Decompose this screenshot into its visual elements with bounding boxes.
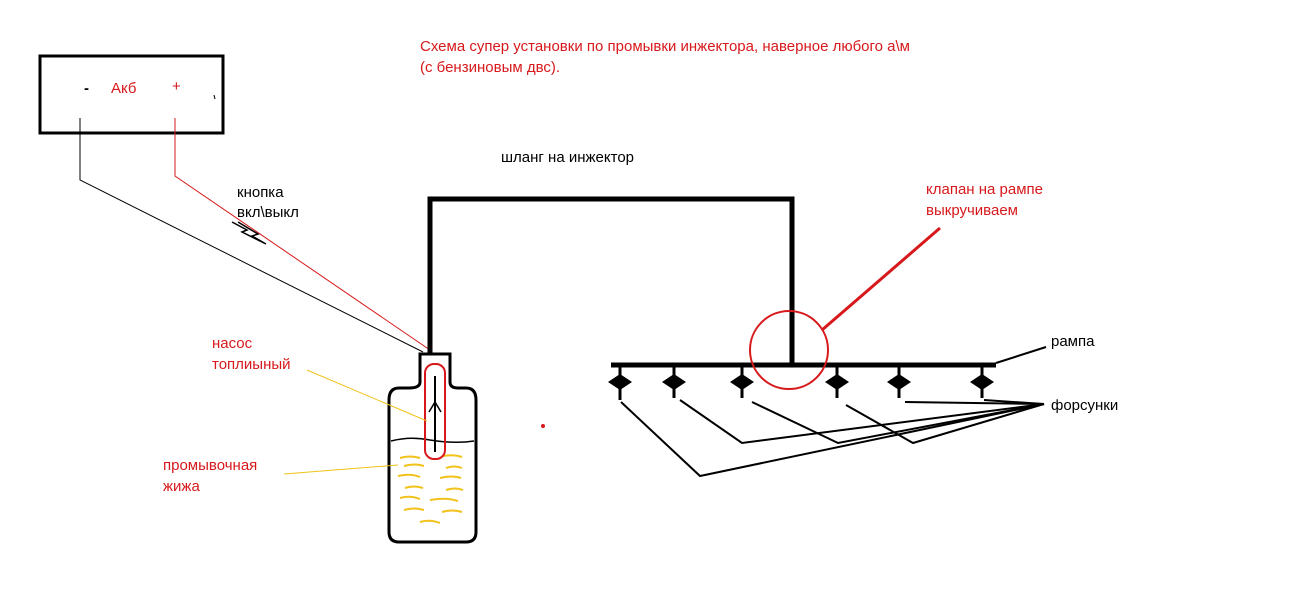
battery-minus-label: - <box>84 80 89 97</box>
injector-1 <box>608 367 632 400</box>
pump <box>424 363 446 460</box>
rail-label: рампа <box>1051 333 1095 350</box>
rail-leader <box>995 346 1047 364</box>
injector-leaders <box>620 399 1045 478</box>
battery-plus-label: + <box>172 78 181 95</box>
injectors <box>608 367 994 400</box>
injector-5 <box>887 367 911 398</box>
battery-mark <box>213 94 216 100</box>
liquid-fill <box>397 454 464 524</box>
battery-label: Акб <box>111 80 137 97</box>
pump-arrow <box>428 400 442 413</box>
liquid-surface <box>390 437 475 444</box>
hose <box>427 196 795 364</box>
battery-box <box>38 54 225 135</box>
injectors-label: форсунки <box>1051 397 1119 414</box>
pump-label: насос топлиыный <box>212 335 291 373</box>
wire-negative <box>79 133 424 353</box>
valve-circle <box>749 310 829 390</box>
button-label: кнопка вкл\выкл <box>237 184 299 221</box>
injector-6 <box>970 367 994 398</box>
injector-4 <box>825 367 849 398</box>
bottle <box>387 352 478 544</box>
injector-2 <box>662 367 686 398</box>
valve-label: клапан на рампе выкручиваем <box>926 181 1043 219</box>
hose-label: шланг на инжектор <box>501 149 635 166</box>
injector-3 <box>730 367 754 398</box>
stray-dot <box>541 424 545 428</box>
liquid-leader <box>283 464 399 475</box>
pump-leader <box>306 369 428 422</box>
page-title: Схема супер установки по промывки инжект… <box>420 38 910 76</box>
liquid-label: промывочная жижа <box>163 457 258 495</box>
wire-positive <box>174 133 431 351</box>
valve-leader <box>821 226 941 332</box>
switch-icon <box>231 221 267 245</box>
